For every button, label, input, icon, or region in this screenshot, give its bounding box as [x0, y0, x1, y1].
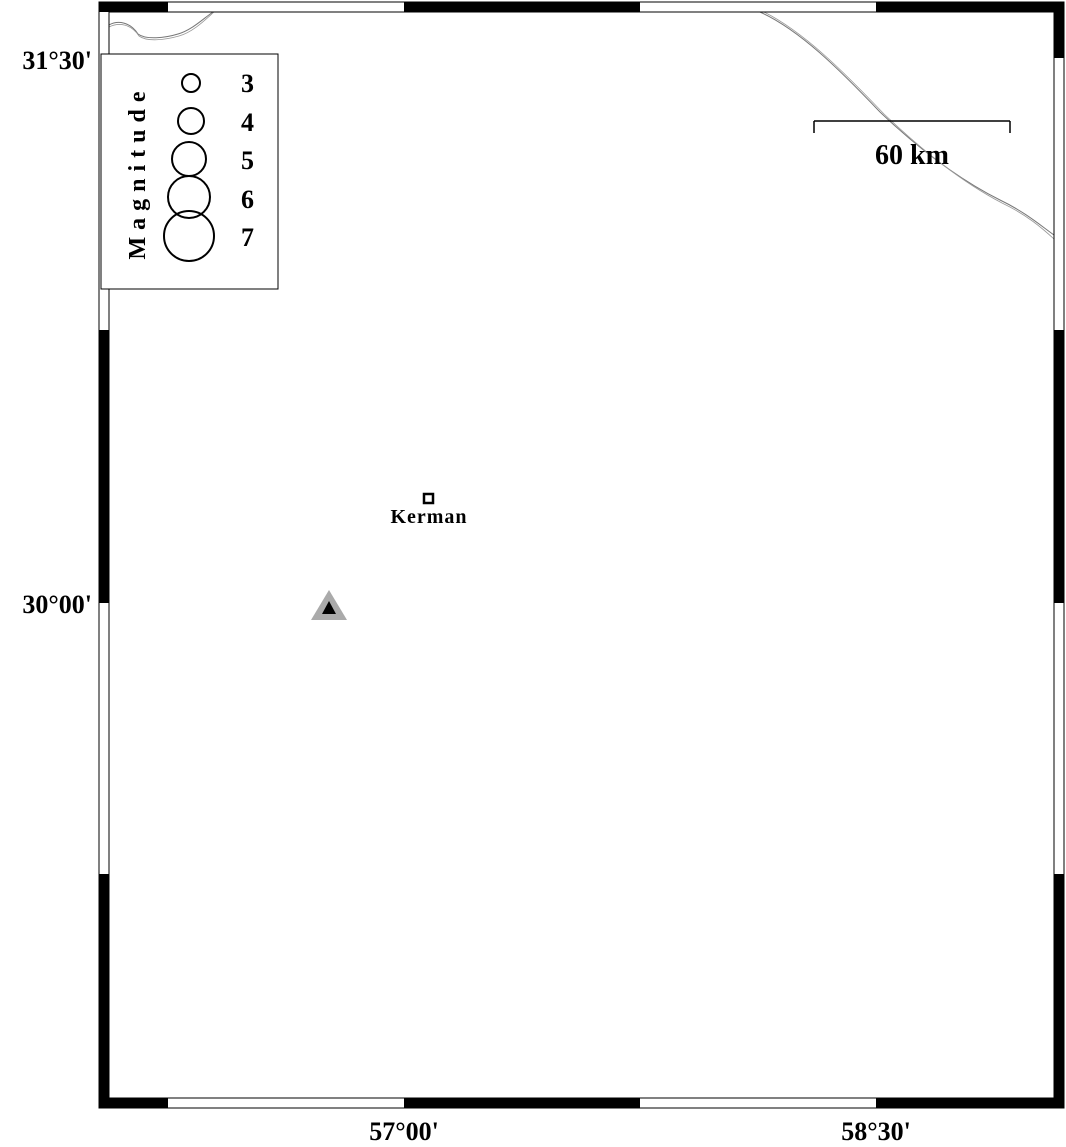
- legend-label-5: 5: [241, 146, 254, 175]
- legend-circle-4: [177, 107, 205, 135]
- lon-label-5830: 58°30': [841, 1117, 911, 1146]
- legend-circle-3: [181, 73, 201, 93]
- frame-top-seg-3: [876, 2, 1054, 12]
- frame-left-seg-1: [99, 330, 109, 603]
- coastline-top-right: [759, 11, 1055, 236]
- legend-label-3: 3: [241, 69, 254, 98]
- frame-top-seg-1: [109, 2, 168, 12]
- triangle-station-inner-icon: [322, 601, 336, 614]
- legend-box: [100, 53, 279, 290]
- legend-title: Magnitude: [125, 84, 151, 259]
- frame-bottom-seg-1: [109, 1098, 168, 1108]
- coastline-top-right-2: [763, 11, 1055, 240]
- frame-bottom-seg-2: [404, 1098, 640, 1108]
- city-kerman: Kerman: [390, 492, 467, 528]
- lat-label-3130: 31°30': [22, 46, 92, 75]
- legend-label-6: 6: [241, 185, 254, 214]
- lon-label-5700: 57°00': [369, 1117, 439, 1146]
- frame-corner-tr: [1054, 2, 1064, 12]
- frame-bottom-seg-3: [876, 1098, 1054, 1108]
- city-label: Kerman: [390, 506, 467, 528]
- frame-right-seg-3: [1054, 874, 1064, 1098]
- legend-circle-6: [167, 175, 211, 219]
- frame-corner-bl: [99, 1098, 109, 1108]
- magnitude-legend: Magnitude 3 4 5 6 7: [100, 53, 279, 290]
- square-marker-icon: [422, 492, 435, 505]
- scale-bar: 60 km: [813, 120, 1011, 171]
- frame-left-seg-2: [99, 874, 109, 1098]
- legend-label-4: 4: [241, 108, 254, 137]
- frame-right-seg-2: [1054, 330, 1064, 603]
- frame-top-seg-2: [404, 2, 640, 12]
- scale-bar-label: 60 km: [875, 140, 949, 171]
- coastline-top-left: [108, 11, 214, 39]
- legend-label-7: 7: [241, 223, 254, 252]
- legend-circle-7: [163, 210, 215, 262]
- station-marker: [311, 590, 347, 620]
- coastline-top-left-2: [108, 11, 215, 41]
- frame-corner-br: [1054, 1098, 1064, 1108]
- frame-corner-tl: [99, 2, 109, 12]
- frame-right-seg-1: [1054, 2, 1064, 58]
- lat-label-3000: 30°00': [22, 590, 92, 619]
